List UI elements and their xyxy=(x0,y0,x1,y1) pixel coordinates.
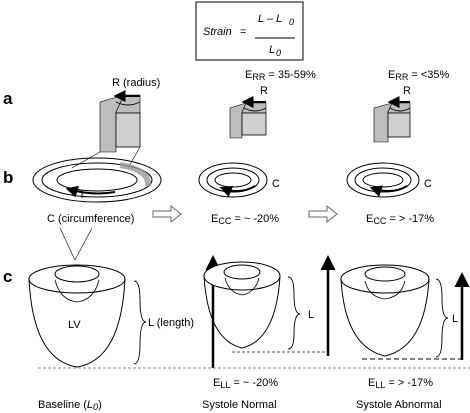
lv-label: LV xyxy=(68,319,81,331)
radius-brace xyxy=(115,101,141,106)
lv-normal xyxy=(203,261,281,349)
radius-label: R (radius) xyxy=(112,77,160,89)
circ-label-normal: C xyxy=(272,178,280,190)
lv-baseline: LV xyxy=(28,264,126,368)
err-abnormal-sym: ERR = <35% xyxy=(388,69,450,82)
footer-baseline: Baseline (L0) xyxy=(38,399,102,412)
progress-arrow-1 xyxy=(152,204,182,224)
length-label-normal: L xyxy=(308,309,314,321)
row-label-b: b xyxy=(3,168,13,187)
ell-abnormal: ELL = > -17% xyxy=(368,377,433,390)
row-label-c: c xyxy=(3,267,12,286)
radial-block-normal: ERR = 35-59% R xyxy=(229,69,316,139)
zoom-line-left xyxy=(71,151,101,169)
radial-block-abnormal: ERR = <35% R xyxy=(373,69,450,143)
circ-ring-normal: C xyxy=(198,162,280,198)
err-normal-sym: ERR = 35-59% xyxy=(245,69,316,82)
circ-ring-abnormal: C xyxy=(346,162,432,198)
pointer-line-right xyxy=(74,227,93,261)
ecc-normal: ECC = ~ -20% xyxy=(211,213,279,226)
footer-normal: Systole Normal xyxy=(202,399,277,411)
circ-label-abnormal: C xyxy=(424,178,432,190)
progress-arrow-2 xyxy=(308,204,338,224)
circumference-label: C (circumference) xyxy=(47,213,134,225)
length-brace-normal xyxy=(287,276,301,350)
ecc-abnormal: ECC = > -17% xyxy=(366,213,434,226)
length-brace-baseline xyxy=(133,280,147,365)
radial-block-baseline: R (radius) xyxy=(99,77,160,153)
length-label: L (length) xyxy=(148,317,194,329)
row-label-a: a xyxy=(3,89,13,108)
lv-abnormal xyxy=(340,264,430,357)
pointer-line-left xyxy=(59,227,76,261)
formula-numerator: L – L xyxy=(258,13,282,25)
radius-label-abnormal: R xyxy=(403,85,411,97)
formula-equals: = xyxy=(240,26,246,38)
formula-numerator-sub: 0 xyxy=(289,17,294,27)
radius-label-normal: R xyxy=(260,85,268,97)
ell-normal: ELL = ~ -20% xyxy=(213,377,278,390)
length-brace-abnormal xyxy=(435,278,449,358)
formula-lhs: Strain xyxy=(203,26,232,38)
formula-denominator-sub: 0 xyxy=(276,48,281,58)
footer-abnormal: Systole Abnormal xyxy=(356,399,442,411)
length-label-abnormal: L xyxy=(452,313,458,325)
formula-denominator: L xyxy=(269,44,275,56)
strain-formula: Strain = L – L 0 L 0 xyxy=(195,1,304,61)
circ-ring-baseline xyxy=(32,157,162,203)
